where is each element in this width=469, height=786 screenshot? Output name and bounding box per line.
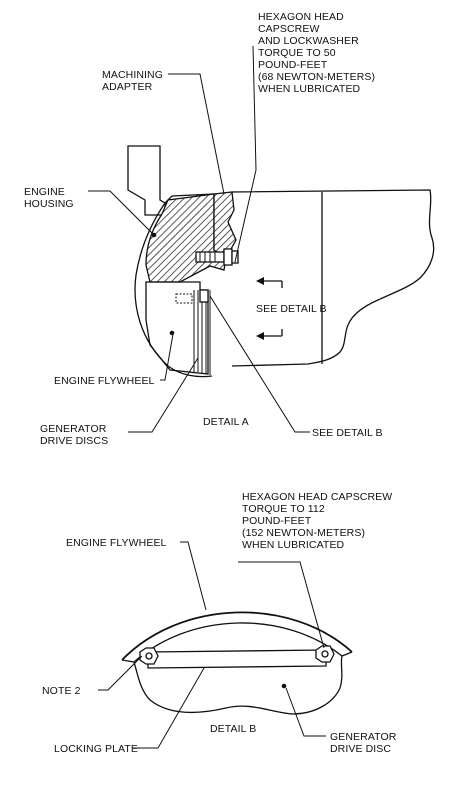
adapter-ring-section [213, 191, 237, 259]
detail-b-leaders [98, 541, 326, 749]
see-detail-b-arrows [256, 277, 283, 340]
locking-plate [147, 649, 327, 669]
generator-drive-discs-label: GENERATOR DRIVE DISCS [40, 423, 109, 447]
detail-b-labels: HEXAGON HEAD CAPSCREW TORQUE TO 112 POUN… [42, 491, 399, 755]
machining-adapter-label: MACHINING ADAPTER [102, 69, 166, 93]
housing-dot [151, 232, 157, 238]
detail-b-title: DETAIL B [210, 723, 256, 735]
generator-drive-disc-outline [133, 655, 343, 715]
detail-a-title: DETAIL A [203, 416, 249, 428]
flywheel-bolt [175, 289, 209, 304]
generator-drive-disc-label: GENERATOR DRIVE DISC [330, 731, 399, 755]
capscrew-note-b: HEXAGON HEAD CAPSCREW TORQUE TO 112 POUN… [242, 491, 395, 551]
engine-flywheel-box [145, 281, 209, 375]
see-detail-b-inner-label: SEE DETAIL B [256, 303, 327, 315]
detail-a-labels: HEXAGON HEAD CAPSCREW AND LOCKWASHER TOR… [24, 11, 383, 447]
locking-plate-label: LOCKING PLATE [54, 743, 138, 755]
detail-b-drawing [121, 611, 353, 715]
engine-housing-label: ENGINE HOUSING [24, 186, 74, 210]
engine-housing-bracket [127, 145, 166, 216]
note-2-label: NOTE 2 [42, 685, 81, 697]
engine-flywheel-label-b: ENGINE FLYWHEEL [66, 537, 167, 549]
flywheel-dot [169, 330, 175, 336]
detail-a-drawing [127, 145, 435, 378]
engine-housing-curve [134, 202, 213, 378]
flywheel-arc-band [121, 611, 353, 661]
see-detail-b-outer-label: SEE DETAIL B [312, 427, 383, 439]
generator-housing-outline [231, 189, 435, 367]
generator-disc-dot [281, 683, 287, 689]
engine-flywheel-label-a: ENGINE FLYWHEEL [54, 375, 155, 387]
capscrew-note-a: HEXAGON HEAD CAPSCREW AND LOCKWASHER TOR… [258, 11, 378, 95]
detail-a-leaders [88, 45, 310, 433]
capscrew-detail-a [195, 248, 239, 266]
flywheel-arc-inner [133, 622, 343, 663]
